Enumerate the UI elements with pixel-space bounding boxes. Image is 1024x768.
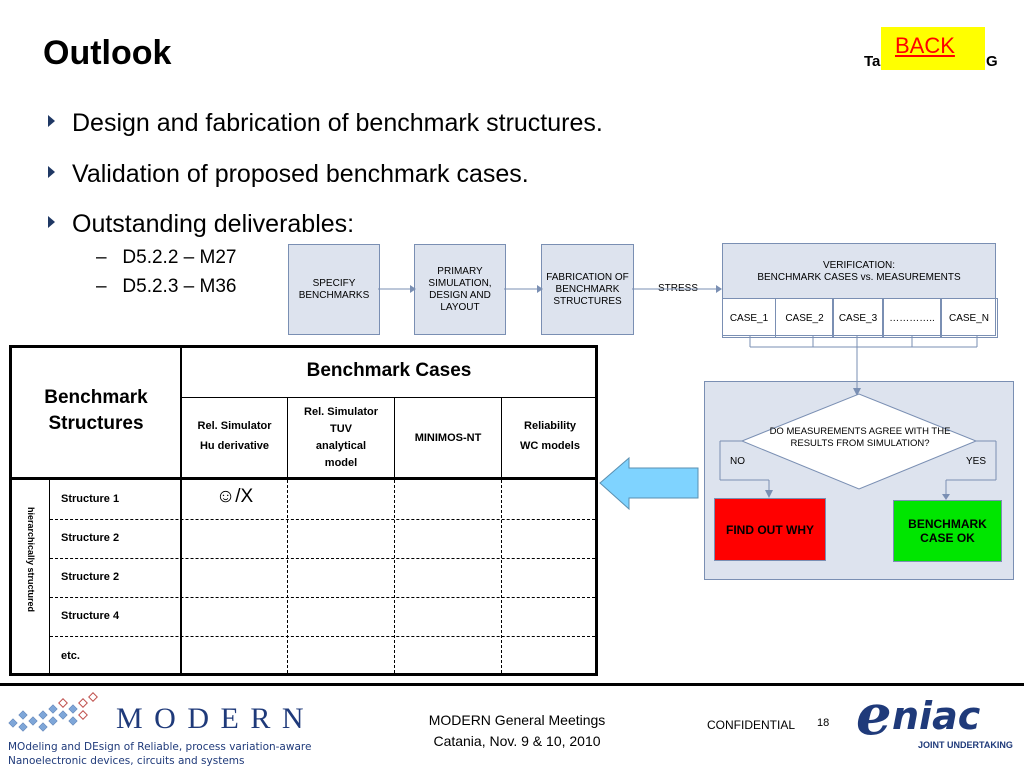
col-header-line1: Reliability [524, 420, 576, 432]
col-header-line1: Rel. Simulator [304, 406, 378, 418]
back-button[interactable]: BACK [881, 27, 985, 70]
table-divider [49, 478, 50, 676]
col-header-line1: Rel. Simulator [197, 420, 272, 432]
eniac-logo-e: e [856, 682, 892, 748]
eniac-logo-sub: JOINT UNDERTAKING [918, 740, 1013, 750]
flow-case-cell: CASE_2 [775, 298, 834, 338]
col-header: Rel. Simulator Hu derivative [182, 420, 287, 452]
bullet-text: Design and fabrication of benchmark stru… [72, 109, 603, 137]
tagline-line1: MOdeling and DEsign of Reliable, process… [8, 741, 312, 753]
benchmark-case-ok-box: BENCHMARK CASE OK [893, 500, 1002, 562]
bullet-arrow-icon [48, 115, 55, 127]
table-divider [50, 519, 595, 520]
table-divider [287, 480, 288, 673]
table-col-group-header: Benchmark Cases [306, 360, 472, 381]
decision-text: DO MEASUREMENTS AGREE WITH THE RESULTS F… [769, 426, 951, 449]
corner-text-right: G [986, 53, 998, 70]
find-out-why-box: FIND OUT WHY [714, 498, 826, 561]
tagline-line2: Nanoelectronic devices, circuits and sys… [8, 755, 245, 767]
table-divider [9, 477, 598, 480]
table-row-label: Structure 2 [61, 532, 120, 544]
table-row-label: Structure 2 [61, 571, 120, 583]
sub-bullet-text: D5.2.3 – M36 [122, 276, 237, 297]
sub-bullet-item: – D5.2.2 – M27 [96, 247, 237, 269]
sub-bullet-item: – D5.2.3 – M36 [96, 276, 237, 298]
table-cell-status: ☺/X [215, 486, 254, 507]
col-header: Reliability WC models [502, 420, 598, 452]
decision-yes-label: YES [966, 456, 987, 467]
table-row-label: Structure 4 [61, 610, 120, 622]
decision-no-label: NO [730, 456, 745, 467]
table-divider [181, 397, 598, 398]
back-button-label[interactable]: BACK [895, 33, 955, 58]
sub-bullet-text: D5.2.2 – M27 [122, 247, 237, 268]
flow-verification-box: VERIFICATION: BENCHMARK CASES vs. MEASUR… [722, 243, 996, 300]
flow-case-cell: CASE_3 [832, 298, 884, 338]
table-divider [180, 345, 182, 676]
bullet-arrow-icon [48, 216, 55, 228]
modern-logo-icon [8, 692, 98, 732]
flow-primary-box: PRIMARY SIMULATION, DESIGN AND LAYOUT [414, 244, 506, 335]
table-divider [50, 597, 595, 598]
page-number: 18 [817, 717, 830, 729]
col-header: Rel. Simulator TUV analytical model [288, 404, 394, 472]
table-divider [287, 397, 288, 478]
sub-bullet-dash: – [96, 247, 107, 268]
col-header-line2: WC models [520, 440, 580, 452]
confidential-label: CONFIDENTIAL [707, 718, 796, 732]
bullet-text: Validation of proposed benchmark cases. [72, 160, 529, 188]
table-row-label: Structure 1 [61, 493, 120, 505]
eniac-logo: e niac JOINT UNDERTAKING [850, 682, 1020, 760]
footer-divider [0, 683, 1024, 686]
eniac-logo-text: niac [892, 694, 981, 738]
col-header: MINIMOS-NT [414, 432, 482, 444]
flow-case-cell: CASE_N [940, 298, 998, 338]
table-divider [50, 558, 595, 559]
corner-text-left: Ta [864, 53, 881, 70]
table-divider [501, 480, 502, 673]
table-divider [501, 397, 502, 478]
benchmark-table [9, 345, 598, 676]
table-divider [394, 397, 395, 478]
bullet-text: Outstanding deliverables: [72, 210, 355, 238]
table-divider [394, 480, 395, 673]
meeting-name: MODERN General Meetings [428, 712, 606, 728]
bullet-arrow-icon [48, 166, 55, 178]
modern-logo-text: M O D E R N [116, 702, 306, 735]
table-row-label: etc. [61, 650, 80, 662]
side-label-text: hierarchically structured [26, 507, 36, 613]
col-header-line2: Hu derivative [199, 440, 270, 452]
flow-fabrication-box: FABRICATION OF BENCHMARK STRUCTURES [541, 244, 634, 335]
sub-bullet-dash: – [96, 276, 107, 297]
flow-specify-box: SPECIFY BENCHMARKS [288, 244, 380, 335]
page-title: Outlook [43, 34, 172, 72]
col-header-line2: TUV analytical model [315, 423, 367, 469]
meeting-date: Catania, Nov. 9 & 10, 2010 [433, 733, 601, 749]
table-row-header: Benchmark Structures [44, 387, 148, 434]
table-divider [180, 480, 181, 673]
table-divider [50, 636, 595, 637]
